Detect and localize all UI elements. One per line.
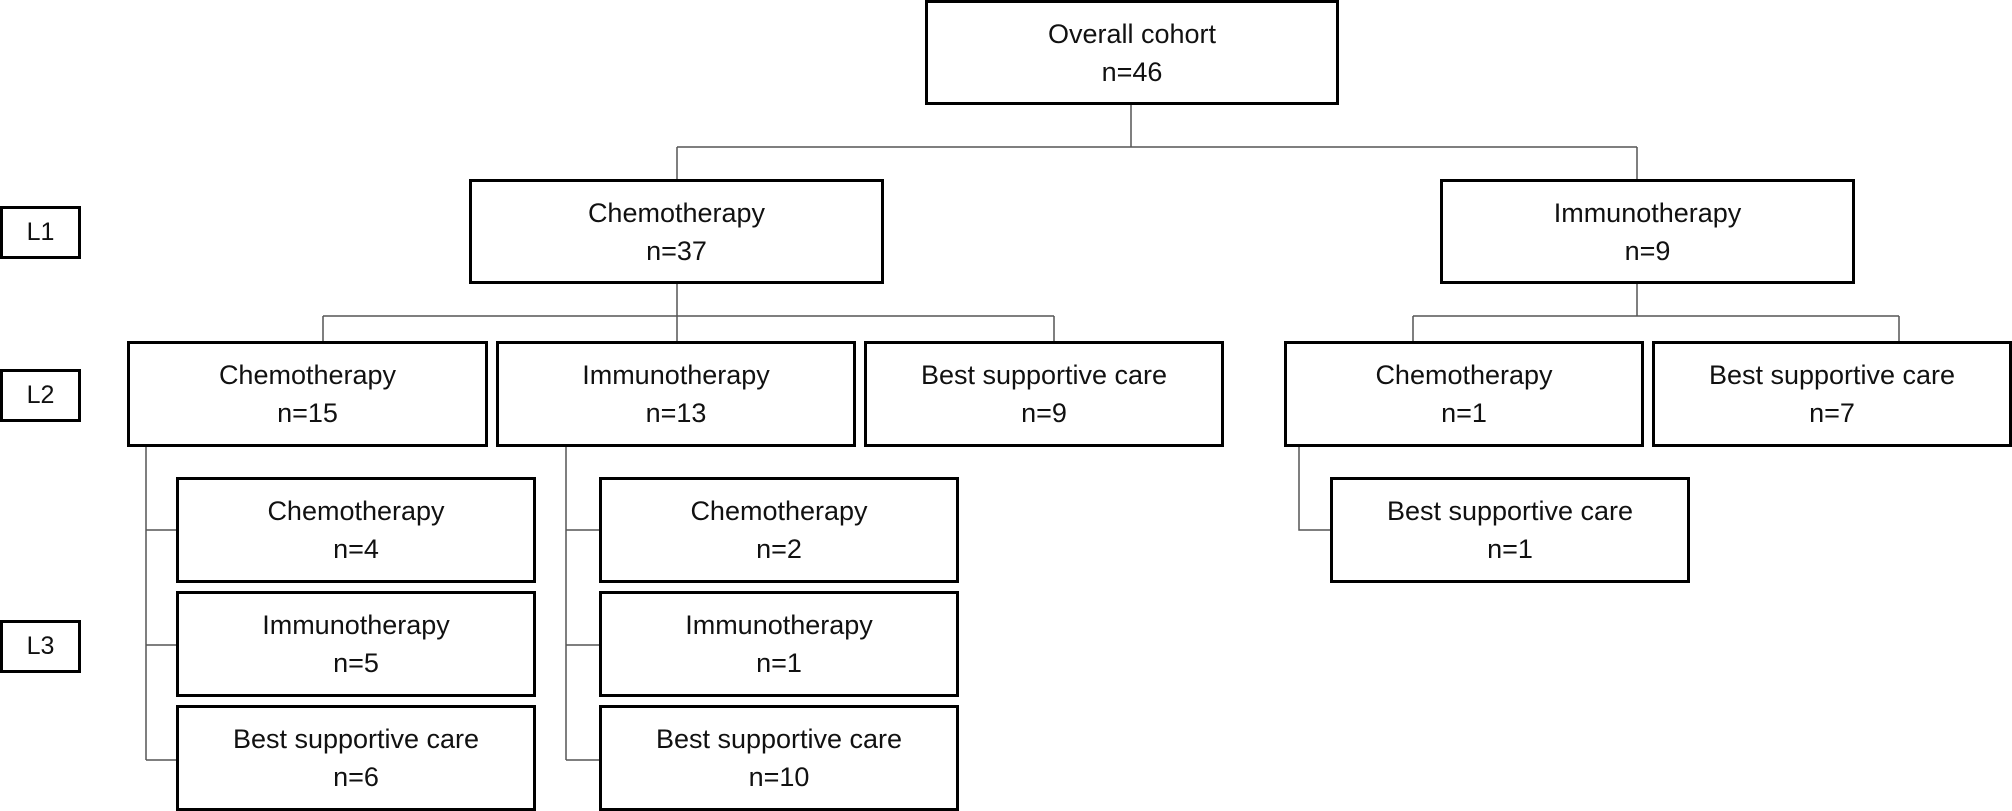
node-l3-chemo-chemo-best-supportive-care: Best supportive care n=6: [176, 705, 536, 811]
node-count: n=13: [645, 398, 707, 428]
node-l3-chemo-immuno-chemotherapy: Chemotherapy n=2: [599, 477, 959, 583]
node-count: n=15: [277, 398, 338, 428]
connector-chemo-immuno-l3: [565, 446, 600, 761]
node-label: Chemotherapy: [690, 496, 868, 526]
connector-immuno-l2: [1412, 283, 1900, 342]
node-label: Best supportive care: [655, 724, 903, 754]
node-label: Best supportive care: [232, 724, 480, 754]
node-l3-chemo-immuno-immunotherapy: Immunotherapy n=1: [599, 591, 959, 697]
node-count: n=10: [748, 762, 810, 792]
node-count: n=37: [646, 235, 707, 266]
node-label: Chemotherapy: [587, 197, 766, 228]
level-label: L2: [26, 381, 55, 409]
node-label: Best supportive care: [920, 360, 1168, 390]
level-label: L3: [26, 632, 55, 660]
node-label: Immunotherapy: [1553, 197, 1742, 228]
node-label: Immunotherapy: [262, 610, 450, 640]
connector-chemo-chemo-l3: [145, 446, 177, 761]
node-l2-chemo-best-supportive-care: Best supportive care n=9: [864, 341, 1224, 447]
node-count: n=5: [333, 648, 379, 678]
connector-root-l1: [676, 104, 1638, 180]
node-count: n=6: [333, 762, 379, 792]
node-count: n=9: [1021, 398, 1067, 428]
node-l2-immuno-chemotherapy: Chemotherapy n=1: [1284, 341, 1644, 447]
node-label: Chemotherapy: [1375, 360, 1553, 390]
node-l1-immunotherapy: Immunotherapy n=9: [1440, 179, 1855, 284]
level-marker-l3: L3: [0, 620, 81, 673]
connector-immuno-chemo-l3: [1298, 446, 1331, 531]
level-label: L1: [26, 218, 55, 246]
node-overall-cohort: Overall cohort n=46: [925, 0, 1339, 105]
level-marker-l2: L2: [0, 369, 81, 422]
node-label: Chemotherapy: [267, 496, 445, 526]
node-l1-chemotherapy: Chemotherapy n=37: [469, 179, 884, 284]
node-count: n=1: [756, 648, 802, 678]
node-l3-chemo-chemo-chemotherapy: Chemotherapy n=4: [176, 477, 536, 583]
node-l2-chemo-chemotherapy: Chemotherapy n=15: [127, 341, 488, 447]
node-l3-immuno-chemo-best-supportive-care: Best supportive care n=1: [1330, 477, 1690, 583]
node-label: Chemotherapy: [218, 360, 397, 390]
node-count: n=9: [1624, 235, 1671, 266]
node-label: Immunotherapy: [685, 610, 873, 640]
node-l3-chemo-chemo-immunotherapy: Immunotherapy n=5: [176, 591, 536, 697]
node-l2-chemo-immunotherapy: Immunotherapy n=13: [496, 341, 856, 447]
level-marker-l1: L1: [0, 206, 81, 259]
node-count: n=4: [333, 534, 379, 564]
node-l2-immuno-best-supportive-care: Best supportive care n=7: [1652, 341, 2012, 447]
node-label: Overall cohort: [1047, 18, 1217, 49]
node-label: Best supportive care: [1386, 496, 1634, 526]
node-count: n=1: [1487, 534, 1533, 564]
node-count: n=46: [1101, 56, 1163, 87]
node-label: Immunotherapy: [582, 360, 770, 390]
node-count: n=7: [1809, 398, 1855, 428]
node-label: Best supportive care: [1708, 360, 1956, 390]
node-l3-chemo-immuno-best-supportive-care: Best supportive care n=10: [599, 705, 959, 811]
node-count: n=1: [1441, 398, 1487, 428]
node-count: n=2: [756, 534, 802, 564]
connector-chemo-l2: [322, 283, 1055, 342]
